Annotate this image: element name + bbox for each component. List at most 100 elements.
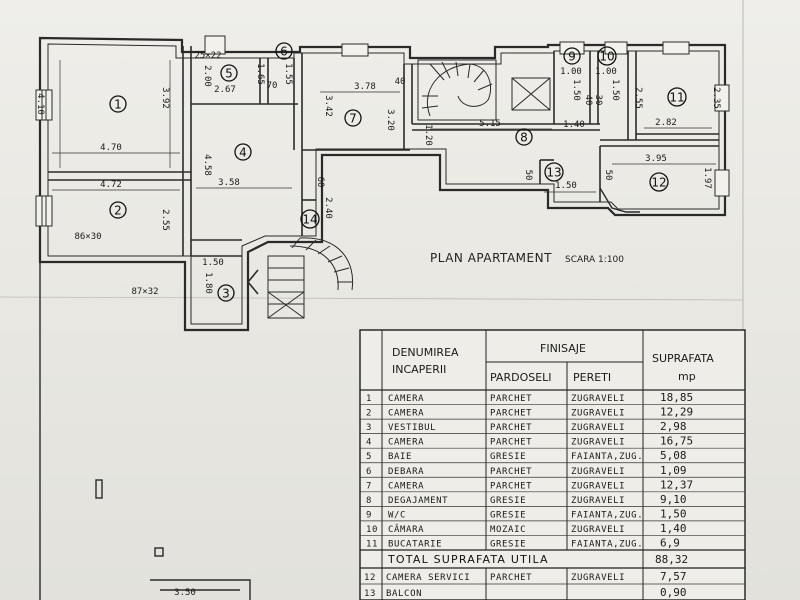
header-floor: PARDOSELI (490, 371, 552, 384)
header-name-line2: INCAPERII (392, 363, 446, 376)
wall-finish: FAIANTA,ZUG. (571, 540, 643, 550)
room-circle (275, 42, 293, 60)
floor-finish: PARCHET (490, 423, 532, 433)
room-name: W/C (388, 510, 406, 520)
dimension-label: 50 (523, 170, 533, 181)
row-number: 4 (366, 438, 372, 448)
room-circle (649, 172, 669, 192)
dimension-label: 2.67 (214, 85, 236, 95)
dimension-label: 1.00 (560, 67, 582, 77)
room-marker-13: 13 (544, 162, 564, 182)
room-name: CAMERA (388, 394, 424, 404)
dimension-label: 1.50 (555, 181, 577, 191)
bay-wall (599, 187, 640, 213)
floor-finish: PARCHET (490, 573, 532, 583)
row-number: 8 (366, 496, 372, 506)
dimension-label: 2.00 (202, 65, 212, 87)
room-number: 13 (546, 166, 561, 180)
room-name: CAMERA (388, 438, 424, 448)
dimension-label: 60 (315, 177, 325, 188)
dimension-label: 40 (395, 77, 406, 87)
room-marker-3: 3 (217, 284, 235, 302)
dimension-label: 3.92 (160, 87, 170, 109)
room-number: 6 (280, 45, 288, 59)
room-number: 2 (114, 204, 122, 218)
dimension-label: 1.65 (255, 63, 265, 85)
dimension-label: 1.97 (702, 167, 712, 189)
dimension-label: 2.55 (160, 209, 170, 231)
room-area: 6,9 (660, 537, 680, 550)
total-label: TOTAL SUPRAFATA UTILA (387, 553, 549, 566)
room-name: CAMERA (388, 409, 424, 419)
floor-finish: PARCHET (490, 394, 532, 404)
staircase-top (417, 59, 551, 121)
room-circle (300, 209, 320, 229)
floor-finish: GRESIE (490, 496, 526, 506)
dimension-label: 3.42 (323, 95, 333, 117)
wall-finish: ZUGRAVELI (571, 481, 625, 491)
floor-finish: MOZAIC (490, 525, 526, 535)
header-name-line1: DENUMIREA (392, 346, 459, 359)
room-area: 9,10 (660, 493, 687, 506)
dimension-label: 2.35 (711, 87, 721, 109)
dimension-label: 3.78 (354, 82, 376, 92)
room-marker-8: 8 (515, 128, 533, 146)
wall-finish: ZUGRAVELI (571, 409, 625, 419)
room-number: 3 (222, 287, 230, 301)
room-area: 12,37 (660, 478, 693, 491)
room-marker-7: 7 (344, 109, 362, 127)
room-number: 8 (520, 131, 528, 145)
room-marker-12: 12 (649, 172, 669, 192)
room-circle (220, 64, 238, 82)
room-area: 1,40 (660, 522, 687, 535)
dimension-label: 4.70 (100, 143, 122, 153)
wall-finish: ZUGRAVELI (571, 467, 625, 477)
room-marker-11: 11 (667, 87, 687, 107)
header-finish: FINISAJE (540, 342, 586, 355)
dimension-label: 4.58 (202, 154, 212, 176)
room-area: 5,08 (660, 449, 687, 462)
row-number: 2 (366, 409, 372, 419)
dimension-label: 3.95 (645, 154, 667, 164)
room-number: 10 (599, 50, 614, 64)
wall-finish: ZUGRAVELI (571, 394, 625, 404)
floor-finish: PARCHET (490, 481, 532, 491)
room-circle (544, 162, 564, 182)
room-area: 16,75 (660, 435, 693, 448)
row-number: 11 (366, 540, 378, 550)
room-name: BUCATARIE (388, 540, 442, 550)
room-area: 1,09 (660, 464, 687, 477)
wall-finish: FAIANTA,ZUG. (571, 510, 643, 520)
dimension-label: 4.10 (35, 93, 45, 115)
interior-walls (48, 46, 719, 257)
room-area: 2,98 (660, 420, 687, 433)
room-number: 7 (349, 112, 357, 126)
header-area: SUPRAFATA (652, 352, 714, 365)
room-number: 4 (239, 146, 247, 160)
adjacent-structure (39, 262, 251, 600)
room-number: 12 (651, 176, 666, 190)
staircase-bottom (246, 237, 354, 319)
room-area: 12,29 (660, 406, 693, 419)
room-number: 1 (114, 98, 122, 112)
dimension-label: 1.50 (571, 79, 581, 101)
room-name: CAMERA (388, 481, 424, 491)
room-marker-9: 9 (563, 47, 581, 65)
dimension-label: 1.55 (283, 63, 293, 85)
total-value: 88,32 (655, 553, 688, 566)
dimension-label: 5.15 (479, 119, 501, 129)
plan-title: PLAN APARTAMENT (430, 251, 552, 265)
row-number: 13 (364, 589, 376, 599)
